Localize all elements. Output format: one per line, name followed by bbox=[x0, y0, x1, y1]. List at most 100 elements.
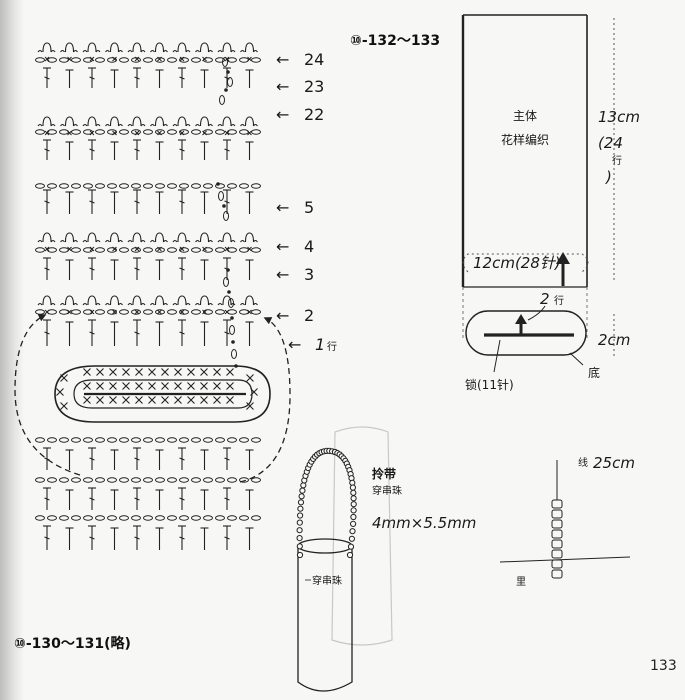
chain-stitch bbox=[143, 437, 153, 443]
slip-stitch bbox=[216, 182, 220, 186]
chain-stitch bbox=[215, 437, 225, 443]
chain-stitch bbox=[47, 515, 57, 521]
thread-inside-label: 里 bbox=[516, 576, 526, 588]
stitch-cross-bar bbox=[89, 497, 95, 501]
row-arrow-24: ← bbox=[276, 50, 289, 69]
chain-stitch bbox=[215, 129, 225, 135]
chain-stitch bbox=[143, 57, 153, 63]
oval-single-crochet bbox=[148, 382, 156, 390]
chain-stitch bbox=[47, 183, 57, 189]
chain-stitch bbox=[59, 129, 69, 135]
page-binding-shadow bbox=[0, 0, 24, 700]
chain-stitch bbox=[119, 129, 129, 135]
chain-stitch bbox=[227, 247, 237, 253]
chain-stitch bbox=[191, 477, 201, 483]
chain-stitch bbox=[107, 129, 117, 135]
oval-single-crochet bbox=[83, 368, 91, 376]
oval-end-stitch bbox=[60, 374, 68, 382]
stitch-cross-bar bbox=[89, 200, 95, 204]
oval-single-crochet bbox=[200, 396, 208, 404]
body-pattern-label: 花样编织 bbox=[501, 132, 549, 147]
chain-stitch bbox=[167, 183, 177, 189]
stitch-cross-bar bbox=[89, 148, 95, 152]
chain-stitch bbox=[191, 309, 201, 315]
chain-stitch bbox=[143, 183, 153, 189]
chain-stitch bbox=[203, 183, 213, 189]
chain-stitch bbox=[239, 515, 249, 521]
chain-stitch bbox=[131, 247, 141, 253]
chain-stitch bbox=[71, 515, 81, 521]
oval-end-stitch bbox=[246, 374, 254, 382]
thread-bead bbox=[551, 559, 563, 569]
picot-stitch bbox=[195, 42, 213, 62]
strap-bead-size: 4mm×5.5mm bbox=[372, 514, 476, 532]
chain-stitch bbox=[119, 477, 129, 483]
chain-stitch bbox=[59, 57, 69, 63]
picot-stitch bbox=[60, 295, 78, 315]
row-label-23: 23 bbox=[304, 77, 324, 96]
picot-stitch bbox=[105, 295, 123, 315]
slip-stitch bbox=[222, 204, 226, 208]
thread-bead-stack bbox=[551, 499, 563, 579]
chain-stitch bbox=[71, 477, 81, 483]
bag-body-schematic: 主体 花样编织 13cm (24 行 ) 12cm(28针) bbox=[461, 14, 640, 288]
oval-single-crochet bbox=[174, 368, 182, 376]
strap-bead bbox=[298, 493, 305, 500]
chain-stitch bbox=[59, 183, 69, 189]
oval-single-crochet bbox=[109, 368, 117, 376]
thread-bead bbox=[551, 519, 563, 529]
chain-stitch bbox=[167, 437, 177, 443]
chain-stitch bbox=[251, 57, 261, 63]
strap-bead bbox=[350, 489, 357, 496]
body-height-rows: (24 bbox=[598, 134, 623, 152]
base-oval-chart bbox=[54, 365, 271, 423]
chain-stitch bbox=[167, 477, 177, 483]
strap-bead bbox=[350, 507, 357, 514]
thread-bead-diagram: 线 25cm 里 bbox=[499, 454, 635, 588]
chain-stitch bbox=[179, 183, 189, 189]
stitch-cross-bar bbox=[134, 148, 140, 152]
chain-stitch bbox=[95, 477, 105, 483]
stitch-cross-bar bbox=[89, 267, 95, 271]
picot-stitch bbox=[172, 295, 191, 315]
oval-single-crochet bbox=[161, 382, 169, 390]
stitch-cross-bar bbox=[89, 536, 95, 540]
picot-stitch bbox=[37, 295, 56, 315]
oval-single-crochet bbox=[83, 396, 91, 404]
strap-bead bbox=[349, 528, 356, 535]
stitch-chart bbox=[35, 42, 261, 550]
chain-stitch bbox=[143, 309, 153, 315]
picot-stitch bbox=[127, 116, 146, 136]
base-depth-label: 2cm bbox=[598, 331, 630, 349]
stitch-cross-bar bbox=[134, 536, 140, 540]
chain-stitch bbox=[83, 247, 93, 253]
chain-stitch bbox=[119, 437, 129, 443]
chain-stitch bbox=[35, 515, 45, 521]
chain-stitch bbox=[131, 515, 141, 521]
chain-stitch bbox=[35, 437, 45, 443]
oval-single-crochet bbox=[226, 368, 234, 376]
turning-chain bbox=[222, 57, 228, 67]
turning-chain bbox=[229, 325, 235, 335]
stitch-cross-bar bbox=[179, 267, 185, 271]
stitch-cross-bar bbox=[179, 331, 185, 335]
slip-stitch bbox=[230, 316, 234, 320]
chain-stitch bbox=[227, 477, 237, 483]
chain-stitch bbox=[143, 247, 153, 253]
chain-stitch bbox=[227, 437, 237, 443]
chain-stitch bbox=[59, 437, 69, 443]
oval-single-crochet bbox=[213, 396, 221, 404]
chain-stitch bbox=[251, 477, 261, 483]
slip-stitch bbox=[226, 70, 230, 74]
chain-stitch bbox=[239, 57, 249, 63]
chain-stitch bbox=[95, 247, 105, 253]
chain-stitch bbox=[155, 129, 165, 135]
chain-stitch bbox=[95, 129, 105, 135]
chain-stitch bbox=[203, 477, 213, 483]
stitch-cross-bar bbox=[134, 497, 140, 501]
oval-single-crochet bbox=[187, 382, 195, 390]
chain-stitch bbox=[131, 309, 141, 315]
chain-stitch bbox=[83, 57, 93, 63]
picot-stitch bbox=[172, 116, 191, 136]
chain-stitch bbox=[47, 309, 57, 315]
